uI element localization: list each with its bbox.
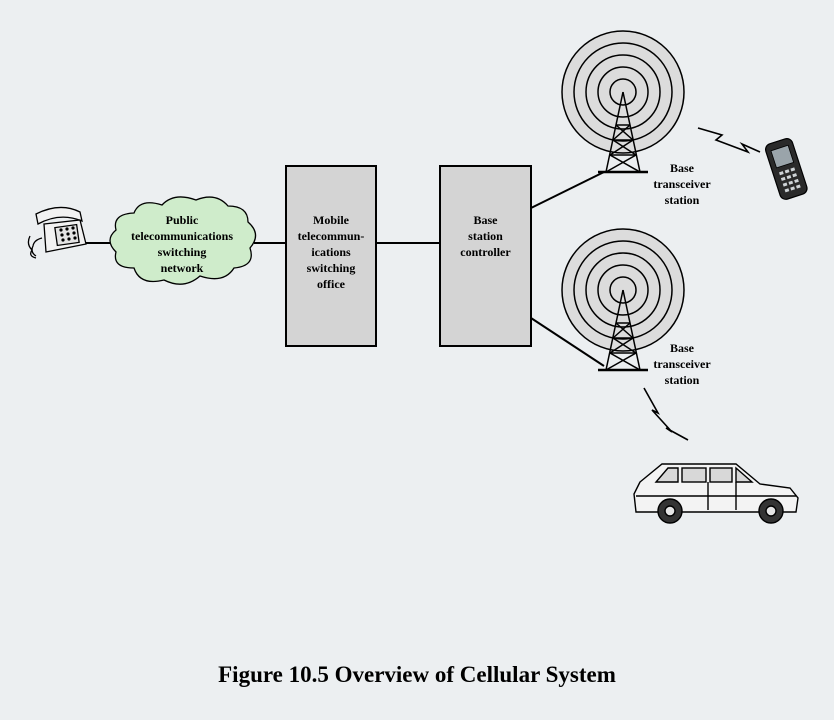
- bts-top-label: Base transceiver station: [653, 161, 711, 207]
- figure-caption: Figure 10.5 Overview of Cellular System: [218, 662, 616, 687]
- base-station-controller-box: [439, 165, 532, 347]
- bsc-label: Base station controller: [460, 213, 511, 259]
- radio-tower-icon: [561, 30, 685, 174]
- link-bsc-bts-bottom: [530, 317, 605, 367]
- radio-tower-icon: [561, 228, 685, 372]
- cloud-icon: [109, 196, 257, 285]
- mtso-label: Mobile telecommun- ications switching of…: [297, 213, 365, 291]
- bts-bottom-label: Base transceiver station: [653, 341, 711, 387]
- mobile-phone-icon: [764, 138, 808, 200]
- car-icon: [633, 463, 799, 524]
- link-bsc-bts-top: [530, 171, 605, 209]
- lightning-bolt-icon: [643, 387, 689, 441]
- mobile-switching-office-box: [285, 165, 377, 347]
- connection-lines: [82, 171, 605, 367]
- pstn-label: Public telecommunications switching netw…: [131, 213, 233, 275]
- telephone-icon: [27, 206, 87, 259]
- lightning-bolt-icon: [697, 127, 761, 154]
